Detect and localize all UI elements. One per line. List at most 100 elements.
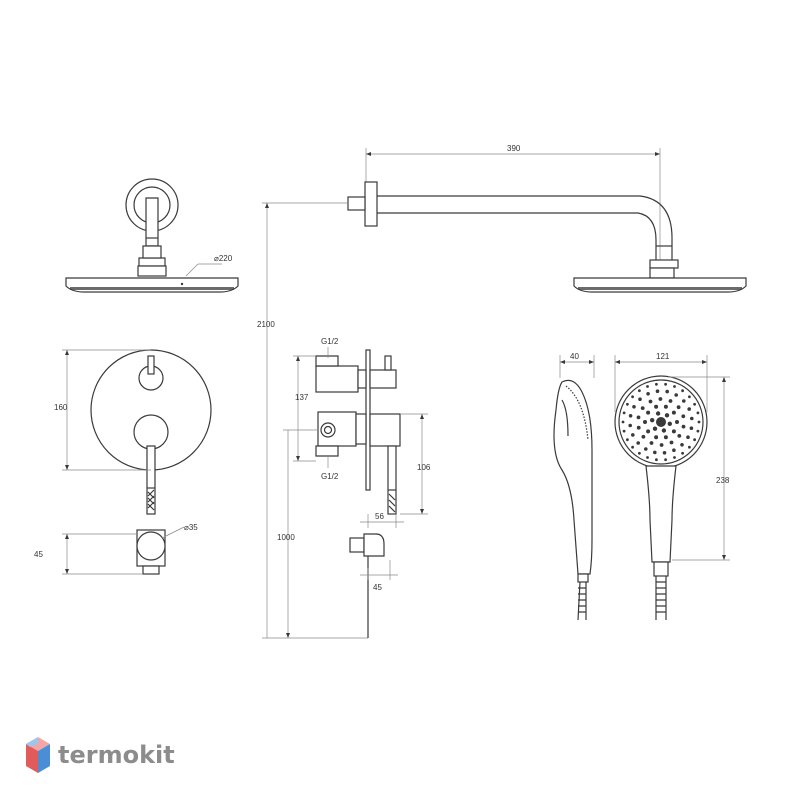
nozzle xyxy=(662,451,667,455)
nozzle xyxy=(671,429,676,434)
nozzle xyxy=(671,410,676,415)
nozzle xyxy=(628,423,632,428)
nozzle xyxy=(676,405,681,410)
nozzle xyxy=(636,441,640,445)
nozzle xyxy=(646,385,649,388)
nozzle xyxy=(673,456,676,459)
hand-length-label: 238 xyxy=(716,476,730,485)
valve-plate-height-label: 160 xyxy=(54,403,68,412)
nozzle xyxy=(658,397,663,401)
nozzle xyxy=(654,435,659,440)
nozzle xyxy=(664,458,667,462)
nozzle xyxy=(681,389,684,393)
connection-top-label: G1/2 xyxy=(321,337,339,346)
nozzle xyxy=(646,456,649,459)
nozzle xyxy=(696,411,700,415)
hand-shower-side-view: 40 xyxy=(553,352,595,621)
hand-depth-label: 40 xyxy=(570,352,579,361)
nozzle xyxy=(672,448,676,453)
logo-hexagon-icon xyxy=(26,737,50,773)
nozzle xyxy=(646,429,651,434)
nozzle xyxy=(621,420,625,424)
nozzle xyxy=(622,429,626,433)
nozzle xyxy=(628,414,633,418)
nozzle xyxy=(697,420,701,424)
shower-arm-view: 390 xyxy=(347,144,747,293)
nozzle xyxy=(689,426,694,431)
nozzle xyxy=(648,399,653,404)
arm-length-label: 390 xyxy=(507,144,521,153)
nozzle xyxy=(661,428,667,433)
nozzle xyxy=(664,382,667,386)
nozzle xyxy=(663,435,668,440)
nozzle xyxy=(688,395,691,399)
nozzle xyxy=(680,443,684,447)
nozzle xyxy=(655,382,658,386)
nozzle xyxy=(677,434,682,438)
nozzle xyxy=(640,406,645,410)
outlet-depth-label: 45 xyxy=(34,550,43,559)
nozzle xyxy=(655,411,661,416)
nozzle xyxy=(646,410,651,415)
nozzle xyxy=(638,451,641,455)
mixer-plate-front-view: 160 xyxy=(54,349,212,515)
nozzle xyxy=(626,402,629,406)
head-diameter-label: ⌀220 xyxy=(214,254,233,263)
nozzle-pattern xyxy=(621,382,701,462)
box-height-label: 106 xyxy=(417,463,431,472)
brand-logo: termokit xyxy=(26,737,175,773)
nozzle xyxy=(664,413,670,418)
nozzle xyxy=(646,392,650,396)
connection-spacing-label: 137 xyxy=(295,393,309,402)
nozzle xyxy=(686,435,690,440)
nozzle xyxy=(693,402,696,406)
box-depth-label: 56 xyxy=(375,512,384,521)
nozzle xyxy=(687,407,691,411)
concealed-box-side-view: G1/2 G1/2 137 1000 106 56 45 xyxy=(277,337,431,638)
outlet-height-label: 1000 xyxy=(277,533,295,542)
wall-outlet-view: 45 ⌀35 xyxy=(34,523,198,575)
nozzle xyxy=(696,429,700,433)
nozzle xyxy=(690,416,694,421)
outlet-diameter-label: ⌀35 xyxy=(184,523,198,532)
nozzle xyxy=(659,443,664,447)
nozzle xyxy=(632,405,636,409)
nozzle xyxy=(674,393,678,397)
nozzle xyxy=(681,451,684,455)
nozzle xyxy=(656,417,666,427)
nozzle xyxy=(669,440,674,445)
nozzle xyxy=(652,426,658,431)
hand-width-label: 121 xyxy=(656,352,670,361)
nozzle xyxy=(643,420,647,424)
nozzle xyxy=(688,445,691,449)
nozzle xyxy=(682,399,686,403)
hand-shower-front-view: 121 238 xyxy=(614,352,730,620)
connection-bottom-label: G1/2 xyxy=(321,472,339,481)
nozzle xyxy=(631,445,634,449)
nozzle xyxy=(681,424,686,429)
nozzle xyxy=(663,404,668,409)
install-height-label: 2100 xyxy=(257,320,275,329)
nozzle xyxy=(638,397,642,402)
shower-head-side-view: ⌀220 xyxy=(65,178,239,293)
nozzle xyxy=(631,433,635,437)
nozzle xyxy=(650,418,655,423)
nozzle xyxy=(636,415,641,420)
nozzle xyxy=(626,438,629,442)
nozzle xyxy=(681,414,686,419)
nozzle xyxy=(638,389,641,393)
nozzle xyxy=(693,438,696,442)
nozzle xyxy=(653,450,657,455)
nozzle xyxy=(649,441,654,445)
nozzle xyxy=(665,389,669,394)
nozzle xyxy=(673,385,676,388)
nozzle xyxy=(655,389,660,394)
brand-name: termokit xyxy=(58,741,175,769)
nozzle xyxy=(667,421,672,426)
nozzle xyxy=(675,420,679,424)
nozzle xyxy=(622,411,626,415)
nozzle xyxy=(668,399,673,403)
outlet-offset-label: 45 xyxy=(373,583,382,592)
nozzle xyxy=(655,458,658,462)
